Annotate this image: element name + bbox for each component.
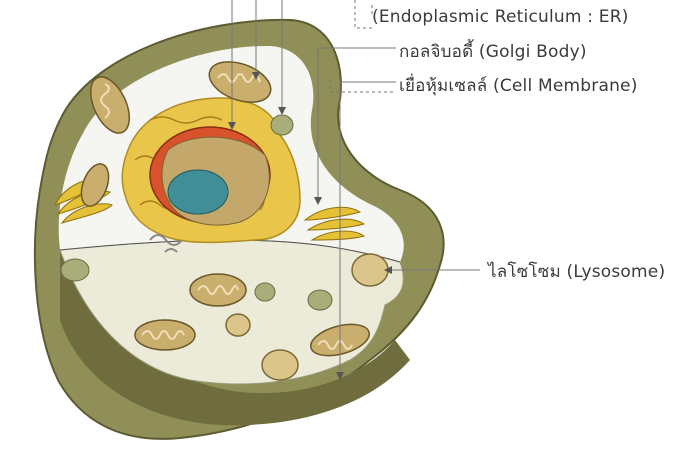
nucleolus — [168, 170, 228, 214]
lysosome — [226, 314, 250, 336]
mitochondrion — [190, 274, 246, 306]
lysosome — [262, 350, 298, 380]
vesicle — [61, 259, 89, 281]
lysosome — [352, 254, 388, 286]
label-endoplasmic-reticulum: (Endoplasmic Reticulum : ER) — [372, 7, 629, 27]
label-golgi-body: กอลจิบอดี้ (Golgi Body) — [399, 38, 587, 65]
label-cell-membrane: เยื่อหุ้มเซลล์ (Cell Membrane) — [399, 72, 638, 99]
vesicle — [255, 283, 275, 301]
leader-er-dash — [355, 0, 372, 28]
vesicle — [271, 115, 293, 135]
mitochondrion — [135, 320, 195, 350]
label-lysosome: ไลโซโซม (Lysosome) — [488, 258, 665, 285]
vesicle — [308, 290, 332, 310]
